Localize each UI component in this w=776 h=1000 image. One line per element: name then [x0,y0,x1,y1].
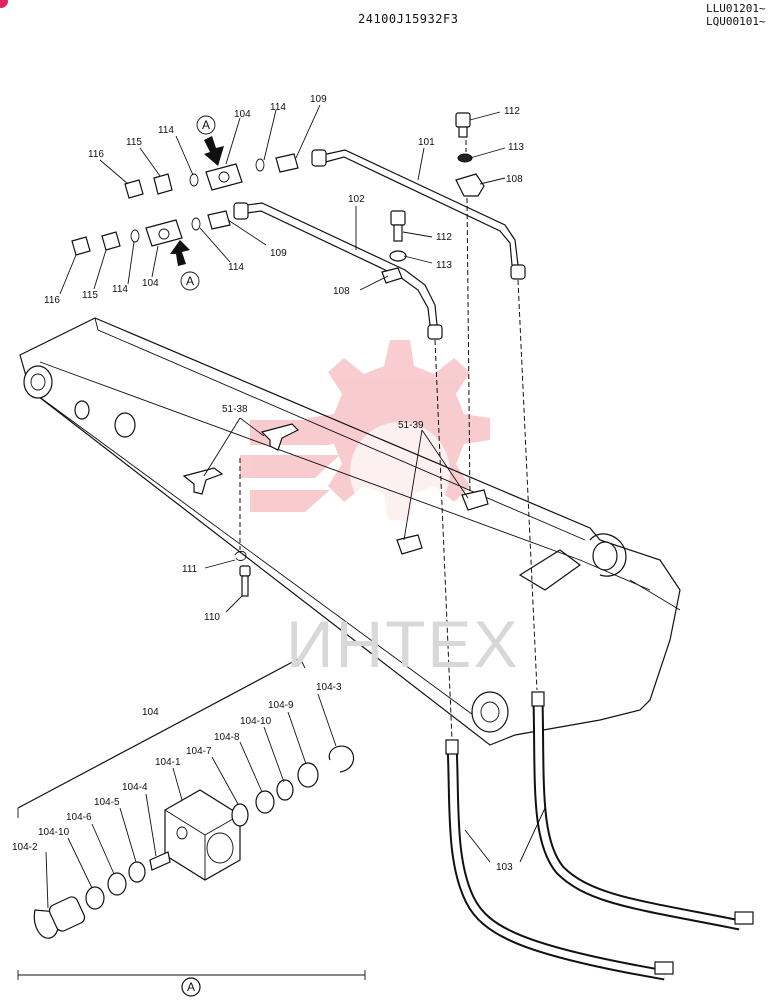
label-114-d: 114 [112,284,128,295]
pipe-101 [317,149,519,266]
drawing-code: 24100J15932F3 [358,12,459,26]
arrow-up-icon [170,240,190,266]
view-marker-mid [180,271,200,291]
label-108-a: 108 [506,174,523,185]
label-115-b: 115 [82,290,98,301]
view-marker-top-label: A [202,118,210,132]
view-marker-top [196,115,216,135]
label-104-9: 104-9 [268,700,294,711]
fitting-group-upper [124,153,299,199]
label-110: 110 [204,612,220,623]
watermark-text: ИНТЕХ [286,607,520,681]
label-114-a: 114 [270,102,286,113]
label-104-top: 104 [234,109,251,120]
detail-view-104: A [17,657,366,997]
label-104-8: 104-8 [214,732,240,743]
label-112-b: 112 [436,232,452,243]
label-109-a: 109 [310,94,327,105]
arrow-down-icon [204,136,224,166]
label-102: 102 [348,194,365,205]
serial-range-1: LLU01201~ [706,2,766,15]
label-113-b: 113 [436,260,452,271]
label-114-b: 114 [158,125,174,136]
label-103: 103 [496,862,513,873]
serial-range-2: LQU00101~ [706,15,766,28]
view-marker-detail [181,977,201,997]
label-113-a: 113 [508,142,524,153]
label-112-a: 112 [504,106,520,117]
view-marker-mid-label: A [186,274,194,288]
label-111: 111 [182,564,198,575]
label-108-b: 108 [333,286,350,297]
label-116-a: 116 [88,149,104,160]
pipe-102 [239,202,438,326]
label-104-5: 104-5 [94,797,120,808]
corner-badge [0,0,8,8]
hose-103 [445,691,754,981]
label-104-6: 104-6 [66,812,92,823]
label-104-3: 104-3 [316,682,342,693]
label-104-detail: 104 [142,707,159,718]
label-104-10-b: 104-10 [38,827,70,838]
fitting-group-lower [71,210,231,256]
label-109-b: 109 [270,248,287,259]
view-marker-detail-label: A [187,980,195,994]
label-104-mid: 104 [142,278,159,289]
label-104-4: 104-4 [122,782,148,793]
label-116-b: 116 [44,295,60,306]
boom-arm [19,317,681,746]
label-115-a: 115 [126,137,142,148]
label-104-7: 104-7 [186,746,212,757]
label-114-c: 114 [228,262,244,273]
label-51-39: 51-39 [398,420,424,431]
label-104-2: 104-2 [12,842,38,853]
label-104-1: 104-1 [155,757,181,768]
label-101: 101 [418,137,435,148]
label-51-38: 51-38 [222,404,248,415]
label-104-10-a: 104-10 [240,716,272,727]
